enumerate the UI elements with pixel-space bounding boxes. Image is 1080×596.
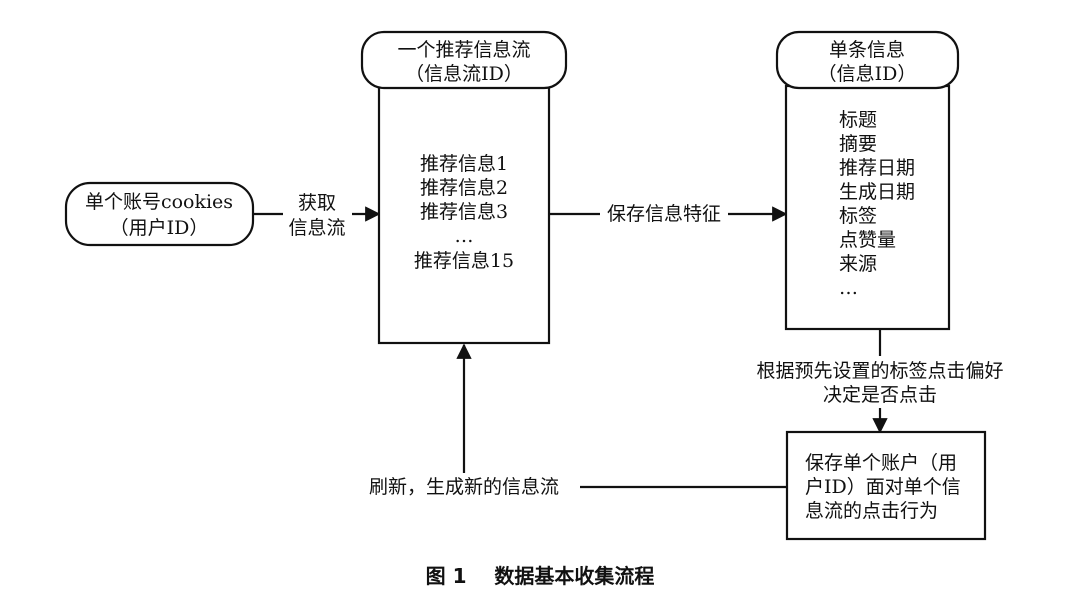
node-feed: 一个推荐信息流 （信息流ID） 推荐信息1 推荐信息2 推荐信息3 … 推荐信息… bbox=[360, 30, 568, 345]
info-field: 来源 bbox=[839, 253, 877, 275]
feed-item: 推荐信息1 bbox=[420, 153, 508, 175]
click-record-line: 息流的点击行为 bbox=[805, 500, 938, 522]
info-field: 标签 bbox=[839, 205, 877, 227]
edge-fetch: 获取 信息流 bbox=[253, 192, 381, 239]
feed-header-line-1: 一个推荐信息流 bbox=[397, 39, 530, 61]
info-body bbox=[784, 84, 951, 331]
info-field: 摘要 bbox=[839, 133, 877, 155]
feed-item: 推荐信息3 bbox=[420, 201, 508, 223]
info-field: 点赞量 bbox=[839, 229, 896, 251]
info-header bbox=[775, 30, 960, 90]
info-header-line-1: 单条信息 bbox=[829, 39, 905, 61]
edge-save-features: 保存信息特征 bbox=[549, 203, 788, 225]
info-header-line-2: （信息ID） bbox=[818, 63, 917, 85]
edge-refresh: 刷新，生成新的信息流 bbox=[369, 343, 787, 498]
feed-body bbox=[377, 84, 551, 345]
feed-item: 推荐信息15 bbox=[414, 250, 514, 272]
edge-fetch-label-line-1: 获取 bbox=[298, 192, 336, 214]
edge-decide-label-line-2: 决定是否点击 bbox=[823, 384, 937, 406]
account-line-1: 单个账号cookies bbox=[85, 191, 233, 213]
info-field: 标题 bbox=[839, 109, 877, 131]
edge-decide: 根据预先设置的标签点击偏好 决定是否点击 bbox=[756, 329, 1004, 434]
click-record-line: 户ID）面对单个信 bbox=[805, 476, 961, 498]
edge-save-features-label: 保存信息特征 bbox=[607, 203, 721, 225]
node-click-record: 保存单个账户（用 户ID）面对单个信 息流的点击行为 bbox=[785, 430, 987, 541]
feed-header-line-2: （信息流ID） bbox=[405, 63, 523, 85]
edge-refresh-label: 刷新，生成新的信息流 bbox=[369, 476, 559, 498]
edge-fetch-label-line-2: 信息流 bbox=[288, 217, 345, 239]
feed-item: 推荐信息2 bbox=[420, 177, 508, 199]
node-info: 单条信息 （信息ID） 标题 摘要 推荐日期 生成日期 标签 点赞量 来源 … bbox=[775, 30, 960, 331]
feed-item: … bbox=[455, 225, 474, 247]
node-account: 单个账号cookies （用户ID） bbox=[64, 181, 255, 247]
info-field: … bbox=[839, 277, 858, 299]
figure-caption: 图 1 数据基本收集流程 bbox=[426, 564, 655, 588]
info-field: 生成日期 bbox=[839, 181, 915, 203]
feed-header bbox=[360, 30, 568, 90]
info-field: 推荐日期 bbox=[839, 157, 915, 179]
click-record-line: 保存单个账户（用 bbox=[805, 452, 957, 474]
edge-decide-label-line-1: 根据预先设置的标签点击偏好 bbox=[756, 360, 1003, 382]
account-line-2: （用户ID） bbox=[110, 217, 209, 239]
